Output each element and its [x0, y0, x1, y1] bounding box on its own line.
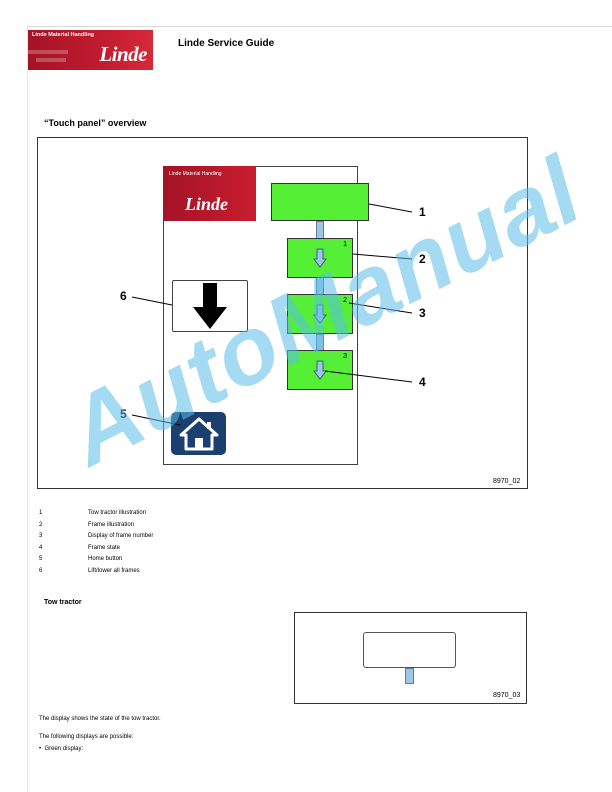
frame-illustration[interactable]: 3	[287, 350, 353, 390]
legend-text: Tow tractor illustration	[88, 510, 147, 516]
connector	[405, 668, 414, 684]
lift-lower-all-button[interactable]	[172, 280, 248, 332]
callout-6: 6	[120, 289, 127, 303]
down-arrow-icon	[193, 283, 227, 329]
legend-text: Frame state	[88, 544, 121, 551]
frame-number: 2	[343, 297, 347, 304]
tow-tractor-illustration[interactable]	[271, 183, 369, 221]
legend-text: Lift/lower all frames	[88, 567, 140, 574]
section-title: “Touch panel” overview	[44, 118, 147, 128]
logo-top-text: Linde Material Handling	[32, 32, 95, 38]
legend-text: Frame illustration	[88, 521, 135, 528]
callout-5: 5	[120, 407, 127, 421]
callout-2: 2	[419, 252, 426, 266]
legend-number: 2	[39, 521, 43, 528]
arrow-down-icon	[313, 304, 327, 324]
touch-panel-figure	[37, 137, 528, 489]
arrow-down-icon	[313, 248, 327, 268]
paragraph: The following displays are possible:	[39, 734, 134, 740]
arrow-down-icon	[313, 360, 327, 380]
paragraph: The display shows the state of the tow t…	[39, 716, 161, 722]
callout-4: 4	[419, 375, 426, 389]
frame-illustration[interactable]: 2	[287, 294, 353, 334]
header-divider	[27, 26, 612, 27]
left-margin-line	[27, 26, 28, 792]
home-icon	[179, 417, 218, 450]
subsection-title: Tow tractor	[44, 599, 82, 606]
panel-logo-brand: Linde	[185, 194, 228, 214]
page-header-title: Linde Service Guide	[178, 38, 275, 49]
legend-number: 4	[39, 544, 43, 551]
bullet-text: Green display:	[44, 746, 84, 752]
legend-text: Display of frame number	[88, 533, 154, 539]
bullet-item: • Green display:	[39, 746, 84, 752]
frame-number: 1	[343, 241, 347, 248]
tow-tractor-figure	[294, 612, 527, 704]
figure-code: 8970_03	[493, 692, 521, 699]
legend-number: 5	[39, 556, 43, 562]
tow-tractor-display	[363, 632, 456, 668]
frame-illustration[interactable]: 1	[287, 238, 353, 278]
legend-number: 1	[39, 510, 43, 516]
linde-logo: Linde Material Handling Linde	[28, 30, 153, 70]
figure-code: 8970_02	[493, 478, 521, 485]
panel-linde-logo: Linde Material Handling Linde	[163, 166, 256, 221]
legend-text: Home button	[88, 556, 123, 562]
panel-logo-top-text: Linde Material Handling	[169, 171, 222, 177]
legend-number: 3	[39, 533, 43, 539]
callout-3: 3	[419, 306, 426, 320]
logo-brand: Linde	[99, 42, 147, 66]
home-button[interactable]	[171, 412, 226, 455]
legend-number: 6	[39, 567, 43, 574]
frame-number: 3	[343, 353, 347, 360]
callout-1: 1	[419, 205, 426, 219]
